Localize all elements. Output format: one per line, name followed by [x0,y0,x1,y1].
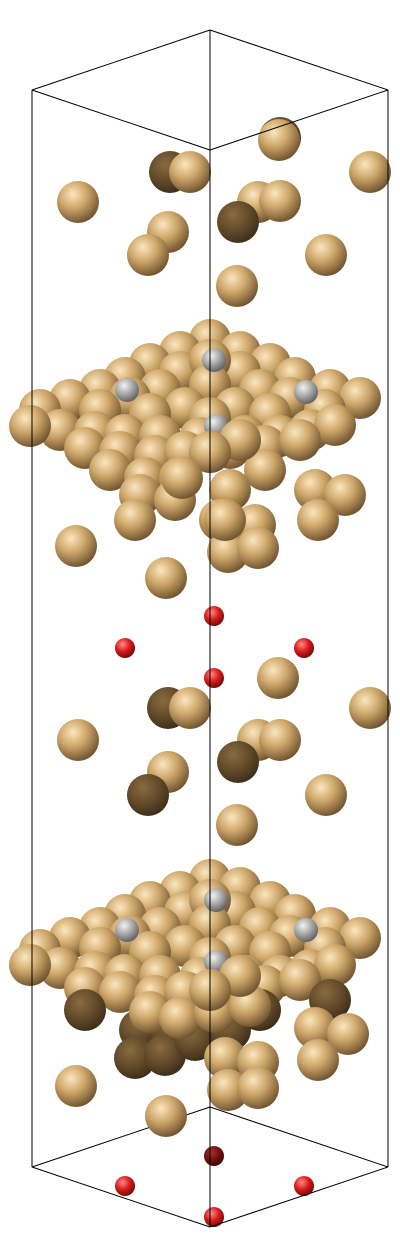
gold-atom [9,405,51,447]
gold-atom [294,1007,336,1049]
oxygen-atom [115,1176,135,1196]
gold-atom [169,687,211,729]
cell-edge-top-back-right [209,29,389,91]
gold-atom [244,449,286,491]
cell-edge-top-front-left [31,89,211,151]
gold-atom [64,989,106,1031]
cell-edge-top-back-left [31,29,211,91]
gold-atom [324,474,366,516]
oxygen-atom [204,1207,224,1227]
gold-atom [314,404,356,446]
gold-atom [145,557,187,599]
gold-atom [305,774,347,816]
oxygen-atom [115,638,135,658]
unit-cell-front-edges [31,89,389,1228]
gold-atom [57,719,99,761]
gold-atom [55,1065,97,1107]
gold-atom [327,1013,369,1055]
oxygen-atom [204,668,224,688]
gold-atom [204,499,246,541]
gold-atom [217,201,259,243]
gold-atom [57,181,99,223]
gold-atom [9,944,51,986]
gold-atom [217,741,259,783]
gold-atom [161,457,203,499]
silver-atom [115,378,139,402]
gold-atom [127,234,169,276]
gold-atom [339,377,381,419]
silver-atom [115,918,139,942]
cell-edge-top-front-right [209,89,389,151]
oxygen-atom [204,606,224,626]
atoms-layer [9,117,391,1227]
gold-atom [257,657,299,699]
silver-atom [204,888,228,912]
silver-atom [294,918,318,942]
gold-atom [204,1037,246,1079]
gold-atom [127,774,169,816]
gold-atom [349,687,391,729]
oxygen-atom [294,1176,314,1196]
gold-atom [259,180,301,222]
gold-atom [349,151,391,193]
gold-atom [207,1069,249,1111]
gold-atom [258,119,300,161]
gold-atom [297,499,339,541]
gold-atom [279,959,321,1001]
gold-atom [279,419,321,461]
gold-atom [339,917,381,959]
oxygen-atom [294,638,314,658]
gold-atom [169,151,211,193]
silver-atom [294,380,318,404]
gold-atom [145,1095,187,1137]
gold-atom [216,804,258,846]
gold-atom [237,1067,279,1109]
gold-atom [89,449,131,491]
gold-atom [55,525,97,567]
cell-edge-bottom-front-right [209,1166,389,1228]
cell-edge-bottom-front-left [31,1166,211,1228]
gold-atom [114,499,156,541]
gold-atom [314,944,356,986]
gold-atom [305,234,347,276]
gold-atom [216,265,258,307]
oxygen-atom [204,1146,224,1166]
silver-atom [202,348,226,372]
cell-edge-bottom-back-right [209,1106,389,1168]
gold-atom [259,719,301,761]
gold-atom [237,527,279,569]
gold-atom [159,997,201,1039]
gold-atom [297,1039,339,1081]
gold-atom [99,971,141,1013]
